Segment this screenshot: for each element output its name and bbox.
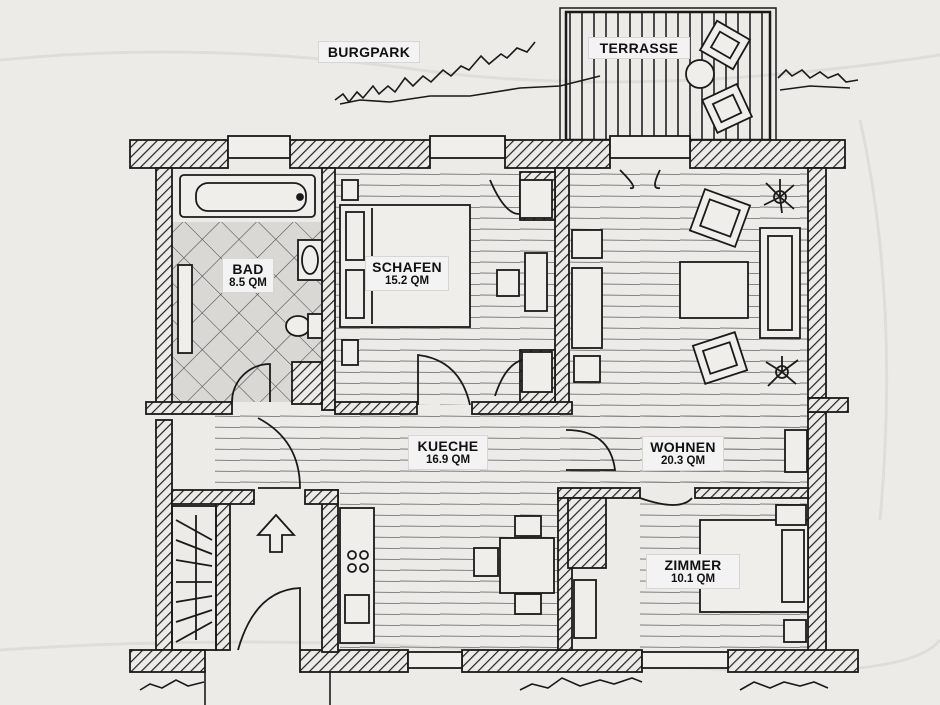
kitchen-door-swing xyxy=(257,417,301,489)
terrace-deck xyxy=(559,7,777,143)
pillow-icon xyxy=(781,529,805,603)
bathtub-inner xyxy=(195,182,307,212)
entrance-arrow-icon xyxy=(255,513,297,553)
nightstand xyxy=(775,504,807,526)
side-cabinet xyxy=(571,229,603,259)
walls xyxy=(129,135,859,673)
round-table xyxy=(685,59,715,89)
schafen-room-label: SCHAFEN 15.2 QM xyxy=(365,256,449,292)
living-room-furniture xyxy=(565,169,808,473)
wardrobe xyxy=(519,179,553,219)
nightstand xyxy=(341,339,359,366)
room-area: 10.1 QM xyxy=(670,573,716,586)
sink xyxy=(344,594,370,624)
bedroom-furniture xyxy=(339,179,553,406)
desk xyxy=(573,579,597,639)
nightstand xyxy=(783,619,807,643)
room-area: 20.3 QM xyxy=(660,455,706,468)
wardrobe xyxy=(521,351,553,393)
living-door-swing xyxy=(565,429,617,471)
room-area: 8.5 QM xyxy=(229,277,267,290)
toilet-icon xyxy=(285,315,311,337)
tv-cabinet xyxy=(784,429,808,473)
bath-door-swing xyxy=(231,363,271,403)
chair xyxy=(573,355,601,383)
room-door-swing xyxy=(639,497,693,506)
dining-sideboard xyxy=(571,267,603,349)
kitchen-furniture xyxy=(257,417,555,644)
plant-icon xyxy=(765,356,799,387)
wohnen-room-label: WOHNEN 20.3 QM xyxy=(642,436,724,472)
bedroom-door-swing xyxy=(417,353,471,406)
chair xyxy=(496,269,520,297)
coffee-table xyxy=(679,261,749,319)
room-name: KUECHE xyxy=(417,438,479,454)
room-area: 16.9 QM xyxy=(425,454,471,467)
room-name: SCHAFEN xyxy=(372,259,442,275)
nightstand xyxy=(341,179,359,201)
pillow-icon xyxy=(345,211,365,261)
burgpark-label: BURGPARK xyxy=(318,41,420,64)
pillow-icon xyxy=(345,269,365,319)
dining-table xyxy=(499,537,555,594)
bath-cabinet xyxy=(177,264,193,354)
desk xyxy=(524,252,548,312)
hedge-sketches xyxy=(139,41,859,705)
chair xyxy=(514,593,542,615)
terrasse-label: TERRASSE xyxy=(588,37,690,60)
chair xyxy=(473,547,499,577)
room-name: WOHNEN xyxy=(650,439,716,455)
entrance-door-swing xyxy=(237,587,301,651)
bathroom-fixtures xyxy=(177,174,323,403)
room-area: 15.2 QM xyxy=(384,275,430,288)
room-name: ZIMMER xyxy=(664,557,722,573)
terrace-furniture xyxy=(685,19,754,134)
bad-room-label: BAD 8.5 QM xyxy=(222,258,274,294)
room-name: BAD xyxy=(232,261,264,277)
chair xyxy=(514,515,542,537)
plant-icon xyxy=(763,179,795,214)
staircase xyxy=(171,505,217,651)
kueche-room-label: KUECHE 16.9 QM xyxy=(408,435,488,471)
zimmer-room-label: ZIMMER 10.1 QM xyxy=(646,554,740,590)
entrance-area xyxy=(171,505,301,651)
